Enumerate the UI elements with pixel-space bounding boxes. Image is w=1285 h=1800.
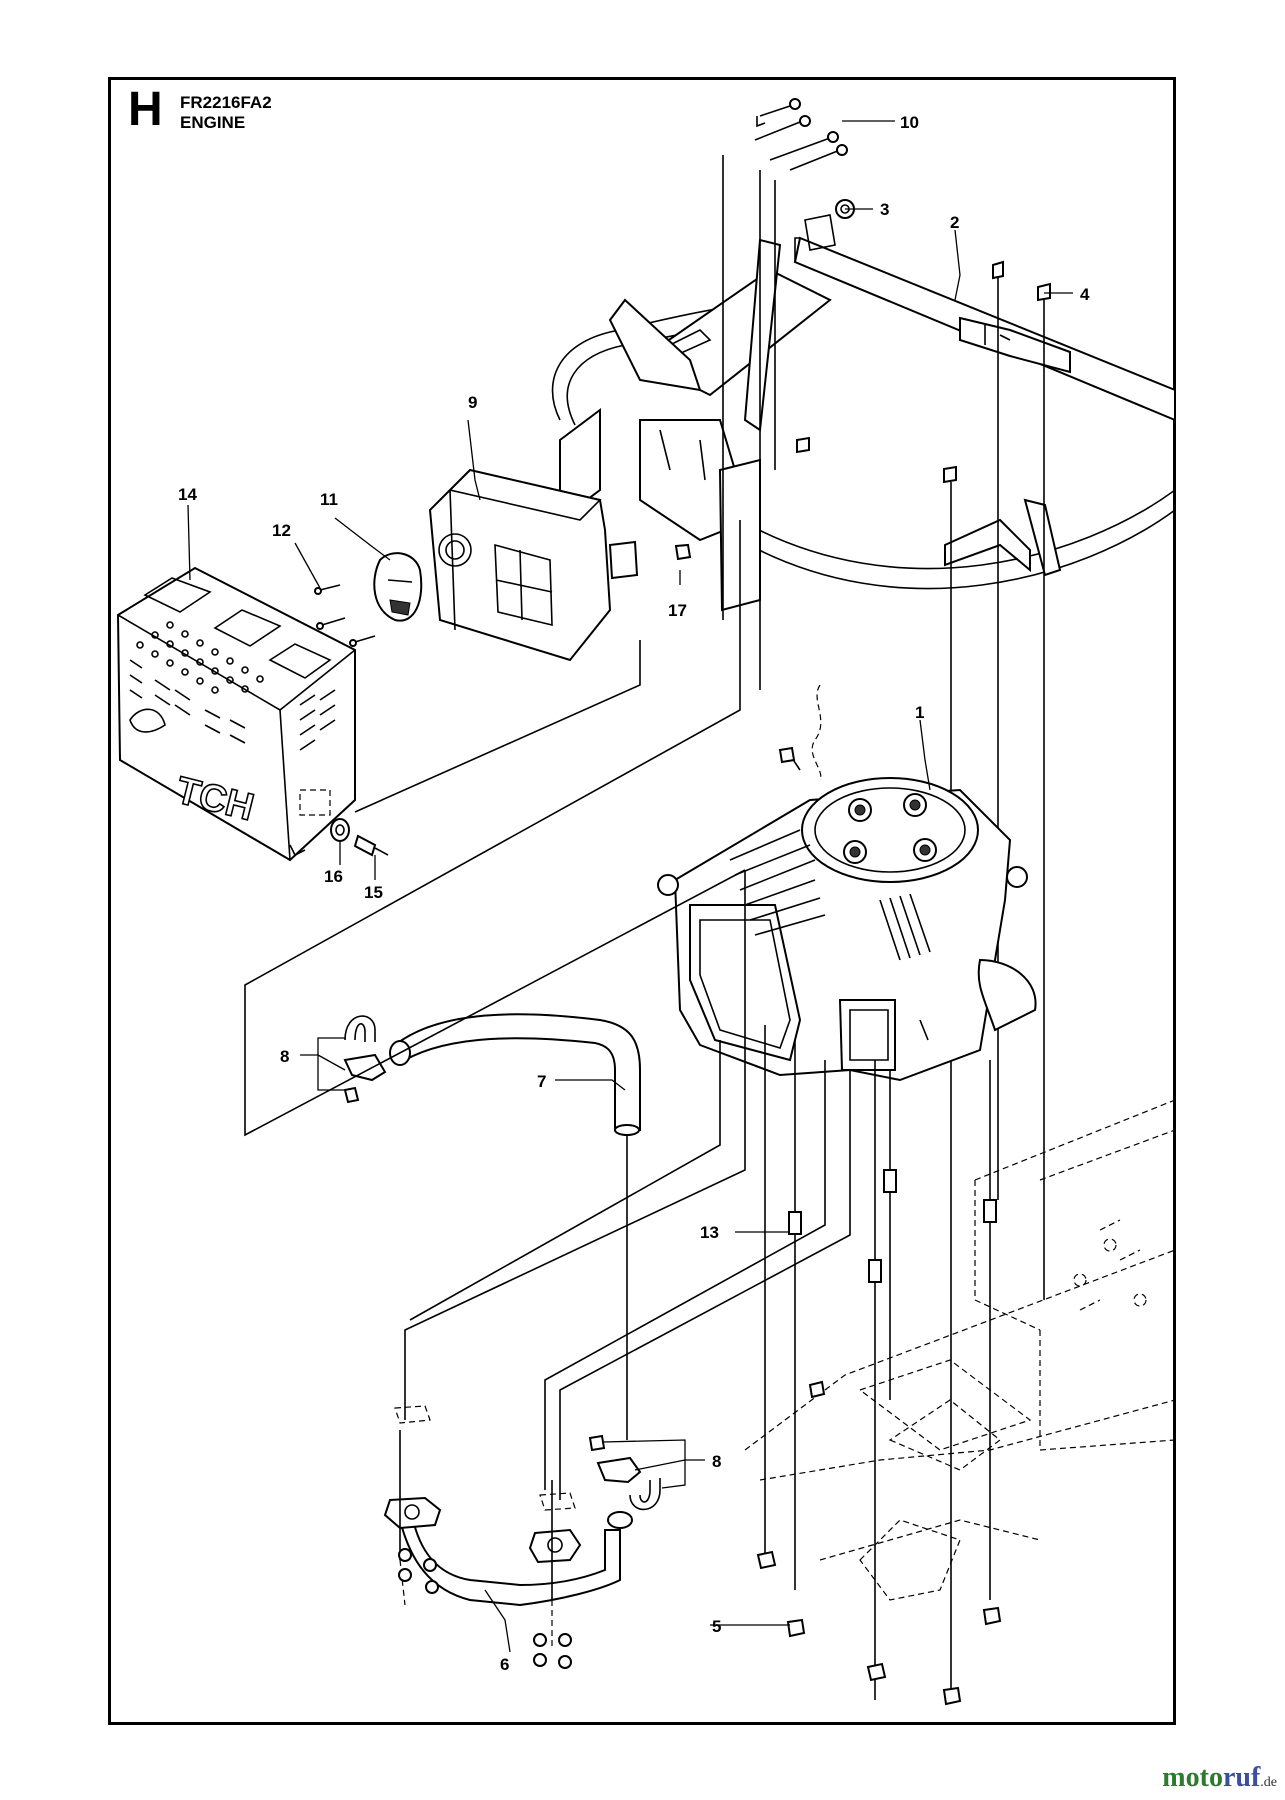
callout-10: 10: [900, 113, 919, 132]
bolt-set-10: [722, 98, 848, 690]
hardware-cover: [330, 818, 389, 857]
assembly-guides: [244, 520, 851, 1500]
callout-labels: 1 2 3 4 5 6 7 8 8 9 10 11 12 13 14 15 16…: [178, 113, 1090, 1674]
callout-15: 15: [364, 883, 383, 902]
muffler-cover: TCH: [116, 566, 356, 862]
spark-arrestor: [314, 552, 423, 647]
diagram-frame: [108, 77, 1176, 1725]
watermark-part-b: ruf: [1222, 1762, 1261, 1793]
model-code: FR2216FA2: [180, 93, 272, 112]
callout-9: 9: [468, 393, 477, 412]
callout-12: 12: [272, 521, 291, 540]
exhaust-nuts: [398, 1548, 572, 1669]
clamp-set-lower: [588, 1434, 661, 1511]
callout-6: 6: [500, 1655, 509, 1674]
callout-1: 1: [915, 703, 924, 722]
studs-and-nuts: [756, 1025, 1002, 1706]
callout-2: 2: [950, 213, 959, 232]
callout-14: 14: [178, 485, 197, 504]
watermark-part-c: .de: [1260, 1775, 1277, 1790]
hardware-top: [674, 199, 1051, 1700]
callout-17: 17: [668, 601, 687, 620]
callout-13: 13: [700, 1223, 719, 1242]
cover-vent-holes: [136, 621, 264, 694]
engine: [657, 684, 1037, 1082]
clamp-set-upper: [343, 1015, 387, 1104]
callout-8-lower: 8: [712, 1452, 721, 1471]
section-title: ENGINE: [180, 113, 246, 132]
exhaust-tube: [389, 1013, 641, 1440]
cover-vent-slots: [129, 659, 336, 751]
muffler: [428, 468, 639, 662]
callout-4: 4: [1080, 285, 1090, 304]
chassis-outline: [744, 1099, 1176, 1601]
callout-7: 7: [537, 1072, 546, 1091]
callout-5: 5: [712, 1617, 721, 1636]
callout-16: 16: [324, 867, 343, 886]
watermark-part-a: moto: [1162, 1762, 1223, 1793]
exhaust-pipe: [383, 1405, 633, 1650]
callout-8-upper: 8: [280, 1047, 289, 1066]
callout-3: 3: [880, 200, 889, 219]
watermark-logo: motoruf.de: [1162, 1764, 1277, 1792]
section-letter: H: [128, 83, 163, 136]
leader-lines: [187, 120, 1073, 1653]
callout-11: 11: [320, 490, 338, 509]
